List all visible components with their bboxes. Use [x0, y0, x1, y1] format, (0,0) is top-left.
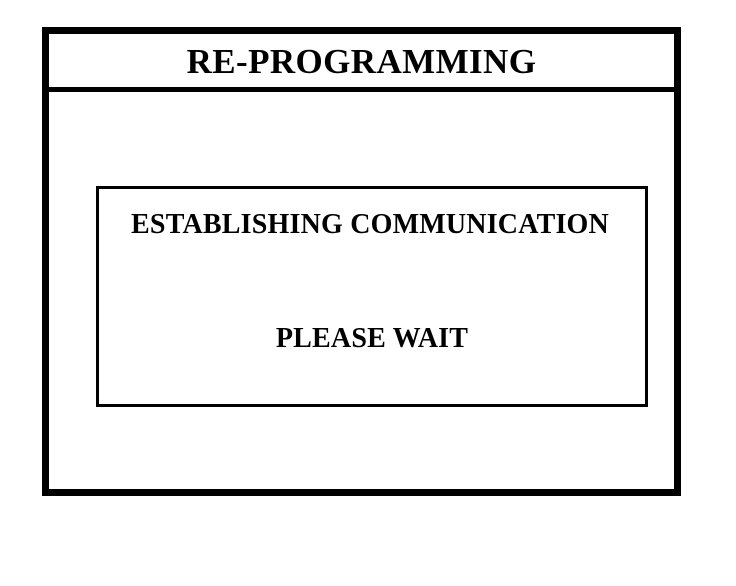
status-message-box: ESTABLISHING COMMUNICATION PLEASE WAIT	[96, 186, 648, 407]
status-primary-text: ESTABLISHING COMMUNICATION	[131, 209, 609, 240]
reprogramming-panel: RE-PROGRAMMING ESTABLISHING COMMUNICATIO…	[42, 27, 681, 496]
panel-body: ESTABLISHING COMMUNICATION PLEASE WAIT	[49, 92, 674, 489]
status-secondary-text: PLEASE WAIT	[275, 323, 469, 354]
panel-title-bar: RE-PROGRAMMING	[49, 34, 674, 92]
page-title: RE-PROGRAMMING	[186, 42, 537, 81]
